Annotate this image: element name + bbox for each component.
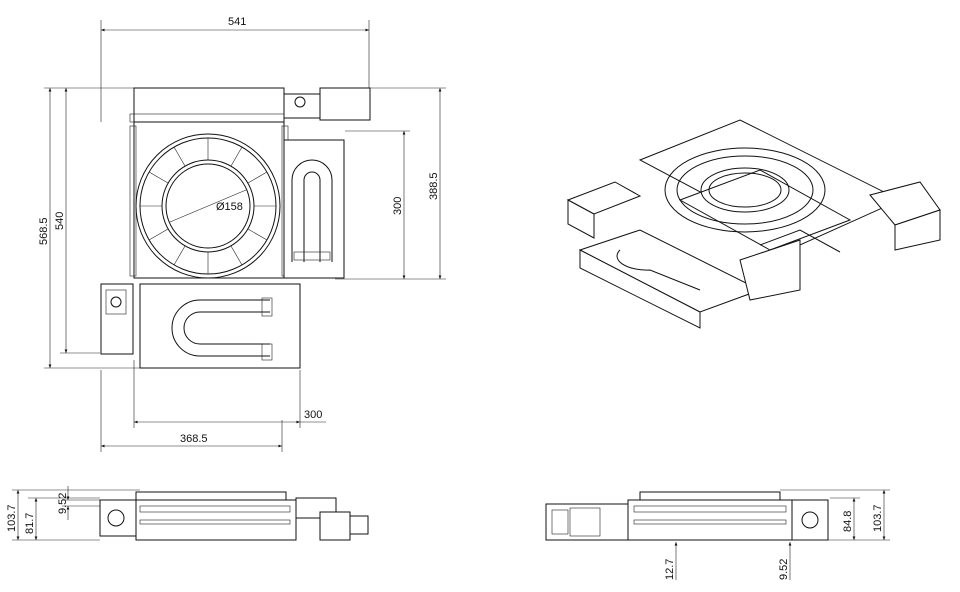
- left-motor: [100, 283, 134, 355]
- dim-388-5-label: 388.5: [428, 172, 440, 200]
- dim-side-12-7-label: 12.7: [664, 559, 676, 580]
- isometric-view: [566, 119, 941, 329]
- dim-front-9-52-label: 9.52: [57, 493, 69, 514]
- dim-front-9-52: 9.52: [57, 486, 100, 520]
- bottom-cable-chain: [139, 283, 301, 369]
- dim-388-5: 388.5: [370, 87, 446, 280]
- side-view: 84.8 103.7 12.7 9.52: [545, 489, 890, 580]
- dim-side-9-52: 9.52: [778, 542, 792, 580]
- dim-front-103-7-label: 103.7: [6, 504, 18, 532]
- dim-300-horizontal-label: 300: [304, 409, 322, 421]
- top-motor-housing: [129, 87, 371, 123]
- dim-side-103-7-label: 103.7: [872, 504, 884, 532]
- dim-side-103-7: 103.7: [780, 489, 890, 540]
- ring-segments: [140, 138, 276, 274]
- rotary-stage-body: Ø158: [129, 121, 289, 279]
- right-cable-chain: [283, 139, 345, 279]
- dim-front-81-7-label: 81.7: [24, 513, 36, 534]
- dim-front-81-7: 81.7: [24, 497, 100, 540]
- dim-side-84-8-label: 84.8: [842, 511, 854, 532]
- dim-overall-width-label: 541: [228, 16, 246, 28]
- dim-368-5-label: 368.5: [180, 433, 208, 445]
- dim-front-103-7: 103.7: [6, 489, 140, 541]
- front-view: 103.7 81.7 9.52: [6, 486, 369, 541]
- dim-overall-width: 541: [100, 16, 370, 122]
- dim-300-vertical: 300: [335, 130, 410, 280]
- dim-side-84-8: 84.8: [792, 497, 890, 541]
- dim-height-540-label: 540: [54, 212, 66, 230]
- dim-300-horizontal: 300: [133, 360, 326, 428]
- dim-diameter-label: Ø158: [216, 201, 243, 213]
- dim-overall-height: 568.5: [38, 87, 140, 369]
- dim-368-5: 368.5: [100, 370, 283, 452]
- dim-side-9-52-label: 9.52: [778, 559, 790, 580]
- dim-side-12-7: 12.7: [664, 542, 678, 580]
- dim-height-540: 540: [54, 88, 100, 354]
- dim-300-vertical-label: 300: [392, 197, 404, 215]
- dim-overall-height-label: 568.5: [38, 217, 50, 245]
- top-view: 541 568.5 540 300 388.5: [38, 16, 446, 452]
